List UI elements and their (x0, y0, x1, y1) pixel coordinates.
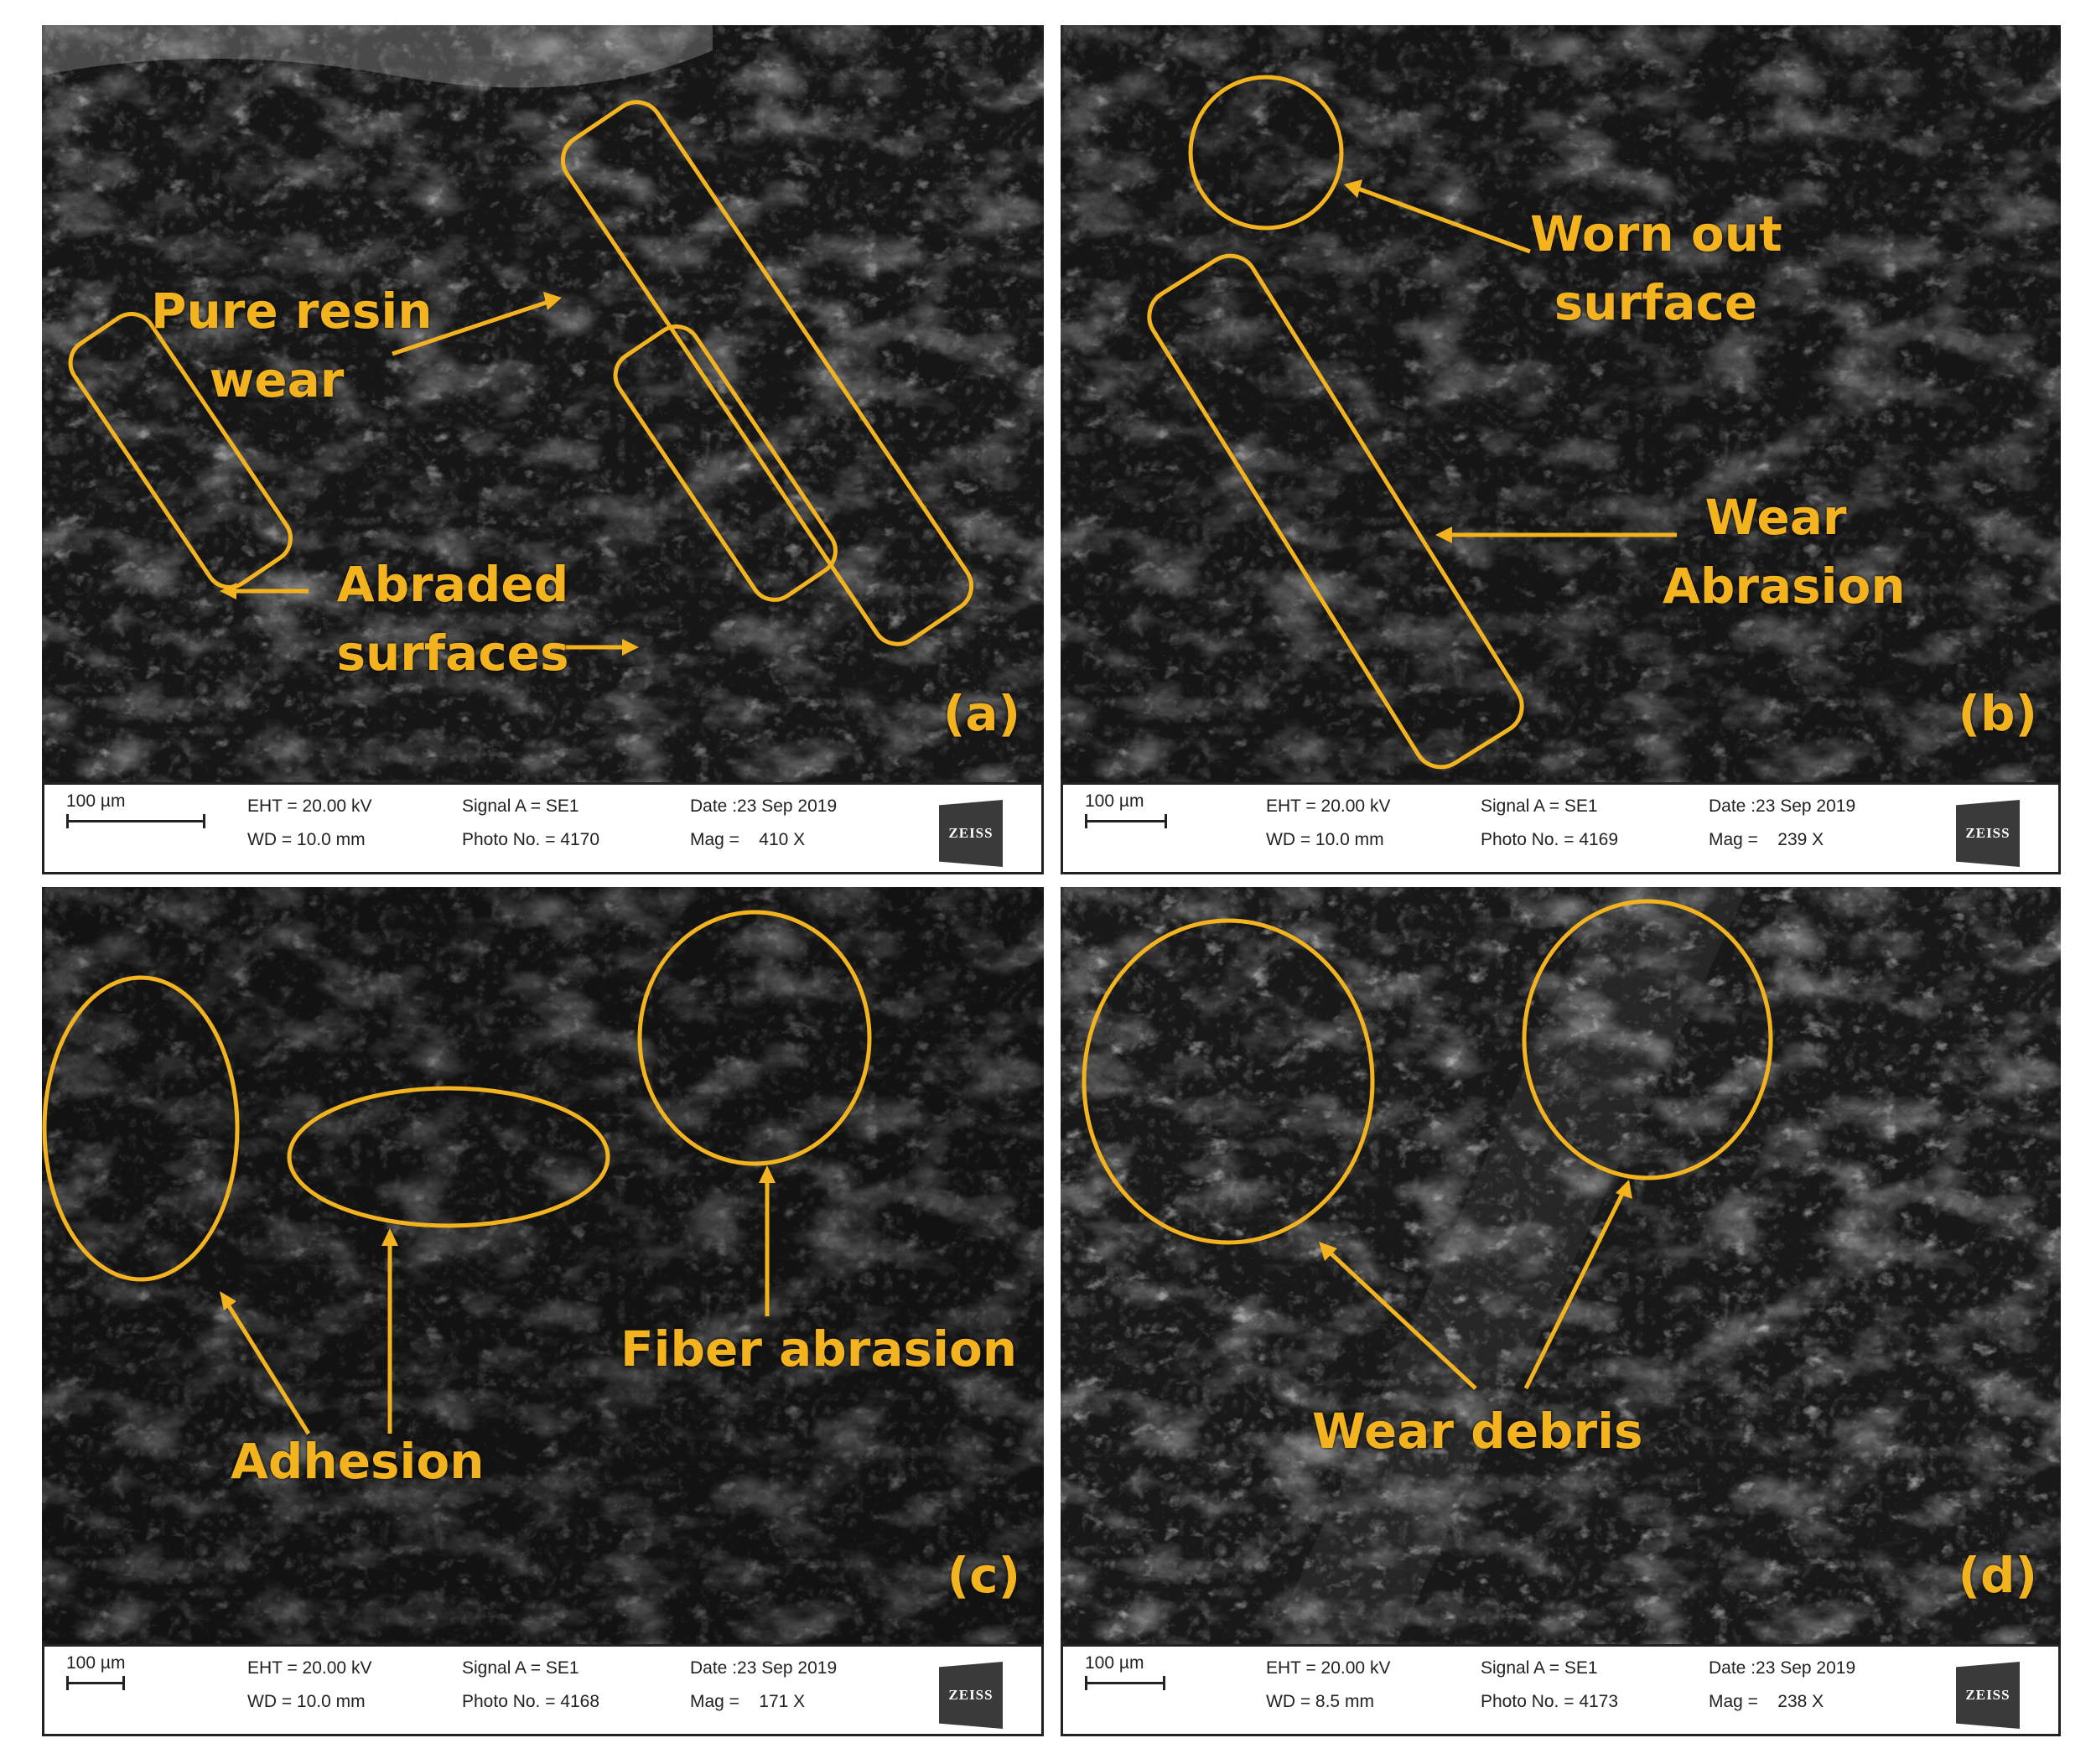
scale-label: 100 µm (66, 1653, 126, 1673)
abraded-region-box-left (68, 312, 293, 589)
eht-value: EHT = 20.00 kV (1266, 796, 1391, 816)
zeiss-logo: ZEISS (1956, 800, 2020, 867)
scale-label: 100 µm (1085, 791, 1144, 811)
micrograph-panel-a: Pure resin wear Abraded surfaces (a) 100… (42, 25, 1044, 874)
mag-value: Mag = 171 X (690, 1692, 806, 1711)
adhesion-label: Adhesion (231, 1433, 485, 1490)
wd-value: WD = 10.0 mm (247, 1692, 366, 1711)
pure-resin-region-box (560, 100, 974, 646)
date-value: Date :23 Sep 2019 (690, 796, 838, 816)
scale-bar (66, 1676, 125, 1690)
scale-label: 100 µm (66, 791, 126, 811)
abraded-region-box-right (613, 324, 838, 602)
panel-label-d: (d) (1958, 1547, 2037, 1604)
wear-abrasion-label: Wear Abrasion (1663, 489, 1906, 615)
sem-info-bar-b: 100 µm EHT = 20.00 kV WD = 10.0 mm Signa… (1061, 782, 2061, 874)
arrow-wear-debris-right (1523, 1189, 1626, 1390)
worn-out-surface-label: Worn out surface (1530, 205, 1782, 331)
eht-value: EHT = 20.00 kV (247, 1658, 372, 1678)
worn-out-region-circle (1188, 75, 1344, 231)
zeiss-logo: ZEISS (1956, 1662, 2020, 1729)
sem-image-b (1061, 25, 2061, 782)
signal-value: Signal A = SE1 (462, 796, 579, 816)
wear-debris-region-ellipse-left (1082, 918, 1375, 1245)
arrow-worn-out (1357, 186, 1531, 254)
sem-info-bar-d: 100 µm EHT = 20.00 kV WD = 8.5 mm Signal… (1061, 1644, 2061, 1736)
sem-info-bar-c: 100 µm EHT = 20.00 kV WD = 10.0 mm Signa… (42, 1644, 1044, 1736)
wear-debris-region-ellipse-right (1522, 899, 1773, 1180)
signal-value: Signal A = SE1 (462, 1658, 579, 1678)
annotation-overlay-a (68, 100, 974, 656)
micrograph-panel-d: Wear debris (d) 100 µm EHT = 20.00 kV WD… (1061, 887, 2061, 1736)
fiber-abrasion-region-ellipse (637, 910, 872, 1166)
signal-value: Signal A = SE1 (1481, 1658, 1598, 1678)
scale-bar (66, 814, 205, 828)
arrow-wear-debris-left (1326, 1248, 1477, 1390)
wd-value: WD = 10.0 mm (247, 830, 366, 849)
pure-resin-wear-label: Pure resin wear (151, 283, 433, 408)
sem-image-d (1061, 887, 2061, 1644)
photo-number: Photo No. = 4169 (1481, 830, 1619, 849)
fiber-abrasion-label: Fiber abrasion (620, 1320, 1018, 1377)
zeiss-logo: ZEISS (939, 800, 1003, 867)
annotation-overlay-b (1147, 75, 1677, 770)
date-value: Date :23 Sep 2019 (1709, 796, 1856, 816)
adhesion-region-ellipse-center (287, 1086, 610, 1228)
photo-number: Photo No. = 4173 (1481, 1692, 1619, 1711)
wd-value: WD = 10.0 mm (1266, 830, 1384, 849)
date-value: Date :23 Sep 2019 (690, 1658, 838, 1678)
arrow-adhesion-left (224, 1300, 311, 1435)
sem-image-c (42, 887, 1044, 1644)
eht-value: EHT = 20.00 kV (247, 796, 372, 816)
sem-info-bar-a: 100 µm EHT = 20.00 kV WD = 10.0 mm Signa… (42, 782, 1044, 874)
scale-bar (1085, 1676, 1165, 1690)
abraded-surfaces-label: Abraded surfaces (336, 556, 569, 682)
date-value: Date :23 Sep 2019 (1709, 1658, 1856, 1678)
wear-debris-label: Wear debris (1312, 1403, 1643, 1460)
adhesion-region-ellipse-left (42, 975, 240, 1282)
scale-bar (1085, 814, 1167, 828)
annotation-overlay-c (42, 910, 872, 1435)
mag-value: Mag = 410 X (690, 830, 806, 849)
wd-value: WD = 8.5 mm (1266, 1692, 1374, 1711)
mag-value: Mag = 239 X (1709, 830, 1824, 849)
arrow-pure-resin (392, 298, 554, 356)
panel-label-b: (b) (1958, 685, 2037, 742)
scale-label: 100 µm (1085, 1653, 1144, 1673)
photo-number: Photo No. = 4170 (462, 830, 600, 849)
wear-abrasion-region-box (1147, 253, 1524, 770)
signal-value: Signal A = SE1 (1481, 796, 1598, 816)
mag-value: Mag = 238 X (1709, 1692, 1824, 1711)
eht-value: EHT = 20.00 kV (1266, 1658, 1391, 1678)
zeiss-logo: ZEISS (939, 1662, 1003, 1729)
panel-label-c: (c) (947, 1547, 1020, 1604)
sem-image-a (42, 25, 1044, 782)
photo-number: Photo No. = 4168 (462, 1692, 600, 1711)
panel-label-a: (a) (942, 685, 1020, 742)
annotation-overlay-d (1082, 899, 1773, 1390)
micrograph-panel-b: Worn out surface Wear Abrasion (b) 100 µ… (1061, 25, 2061, 874)
micrograph-panel-c: Adhesion Fiber abrasion (c) 100 µm EHT =… (42, 887, 1044, 1736)
